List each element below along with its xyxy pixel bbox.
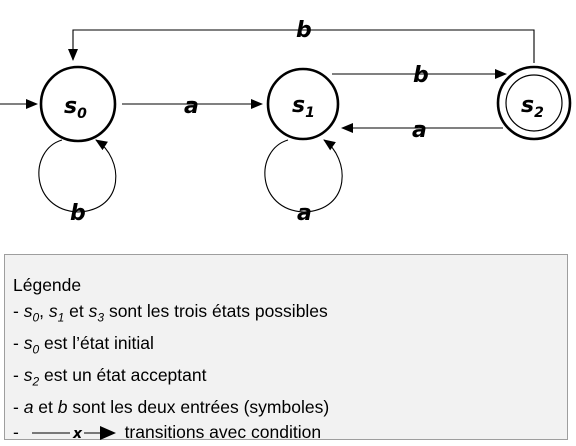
legend-line-initial: - s0 est l’état initial [13,332,154,357]
state-s2-accept-ring [505,74,563,132]
state-diagram: s0 s1 s2 b a b a b a [0,18,572,226]
legend-line-transition: - x transitions avec condition [13,422,322,443]
state-s2 [496,65,572,141]
state-s1 [266,67,340,141]
legend-transition-arrow-icon: x [31,426,116,442]
label-loop-s0: b [70,201,86,226]
label-s2-s1: a [412,118,427,143]
state-s0 [39,65,117,143]
label-s1-s2: b [413,63,429,88]
label-s2-s0: b [296,18,312,43]
label-loop-s1: a [297,201,312,226]
legend-line-inputs: - a et b sont les deux entrées (symboles… [13,396,330,417]
state-s2-label: s2 [521,93,544,121]
edge-s2-s0 [68,29,535,63]
legend-title: Légende [13,275,82,295]
svg-text:x: x [72,426,83,442]
state-s0-label: s0 [64,94,87,122]
legend-box: Légende - s0, s1 et s3 sont les trois ét… [4,254,568,442]
loop-s0 [38,139,117,213]
legend-line-accepting: - s2 est un état acceptant [13,364,207,389]
legend-line-states: - s0, s1 et s3 sont les trois états poss… [13,300,328,325]
label-s0-s1: a [184,94,199,119]
state-s1-label: s1 [292,93,315,121]
loop-s1 [264,139,343,213]
